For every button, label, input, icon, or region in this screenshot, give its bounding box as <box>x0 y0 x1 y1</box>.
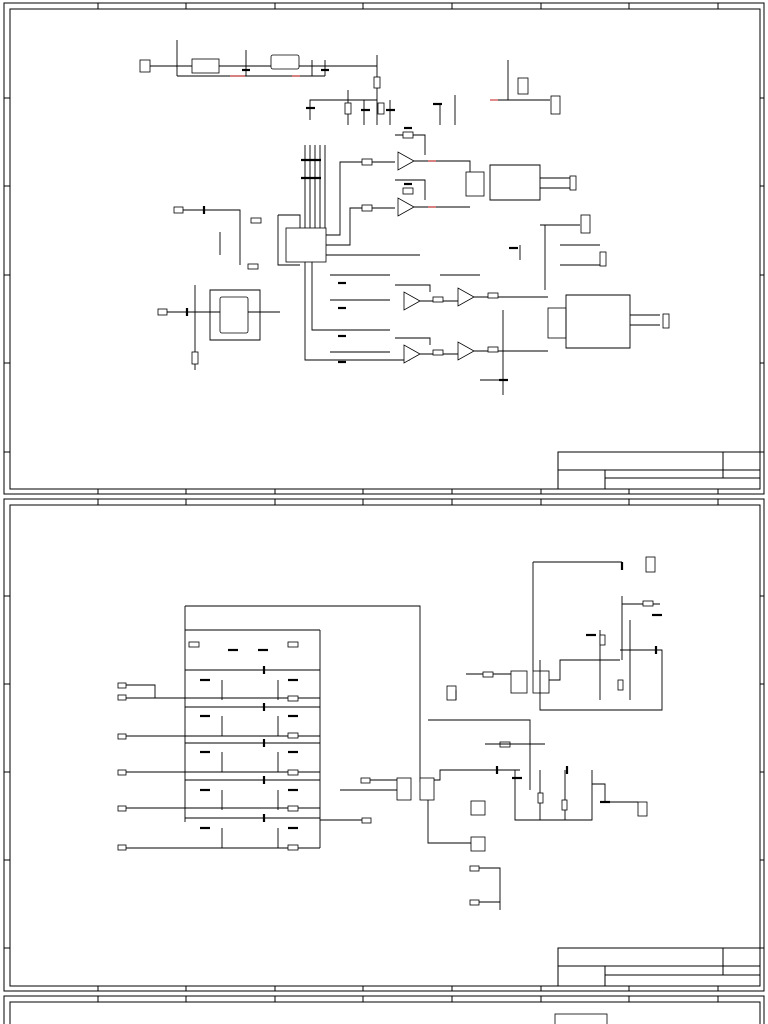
rf-transformer <box>510 670 528 694</box>
zone-ticks <box>4 3 764 494</box>
output-transformer-section-1 <box>433 60 577 201</box>
signal-processor-section <box>277 126 471 361</box>
schematic-sheet-1 <box>3 2 765 495</box>
main-ic <box>285 227 327 263</box>
sheet-outer-border <box>3 2 765 495</box>
op-amp-2 <box>397 197 415 217</box>
voltage-regulator-2 <box>270 54 300 70</box>
rf-section <box>446 556 663 821</box>
input-jack-1 <box>173 206 184 214</box>
filter-rows <box>185 641 320 851</box>
sheet-inner-border <box>9 1001 761 1024</box>
zone-ticks <box>97 996 719 1002</box>
output-connector-right <box>637 801 648 817</box>
input-jack-2 <box>157 308 168 316</box>
filter-input-jack-1 <box>117 682 127 689</box>
schematic-sheet-3 <box>3 995 765 1024</box>
filter-bank-section <box>117 605 421 851</box>
title-block <box>557 947 761 987</box>
power-supply-section <box>139 40 395 125</box>
left-input-section <box>157 206 280 370</box>
op-amp-1 <box>397 151 415 171</box>
op-amp-3 <box>403 291 421 311</box>
relay-1 <box>470 800 486 816</box>
zone-ticks <box>4 499 764 991</box>
transformer-1 <box>465 171 485 197</box>
rf-connector-left <box>446 685 457 701</box>
mixer-section <box>320 719 531 910</box>
title-block <box>557 451 761 490</box>
sheet-inner-border <box>9 504 761 987</box>
antenna-connector <box>645 556 656 573</box>
sheet-outer-border <box>3 498 765 992</box>
output-jack-1 <box>569 175 577 191</box>
sheet-inner-border <box>9 8 761 490</box>
output-jack-2 <box>662 313 670 329</box>
transformer-2 <box>547 307 567 339</box>
connector-top-right-2 <box>550 95 561 115</box>
input-connector <box>139 59 151 73</box>
relay-2 <box>470 836 486 852</box>
connector-top-right <box>517 77 529 95</box>
schematic-sheet-2 <box>3 498 765 992</box>
sheet-outer-border <box>3 995 765 1024</box>
output-stage-section <box>330 214 670 395</box>
secondary-ic <box>219 296 249 334</box>
voltage-regulator-1 <box>191 58 220 74</box>
connector-right <box>580 214 591 234</box>
partial-component <box>554 1013 608 1024</box>
mixer-transformer <box>396 777 412 801</box>
